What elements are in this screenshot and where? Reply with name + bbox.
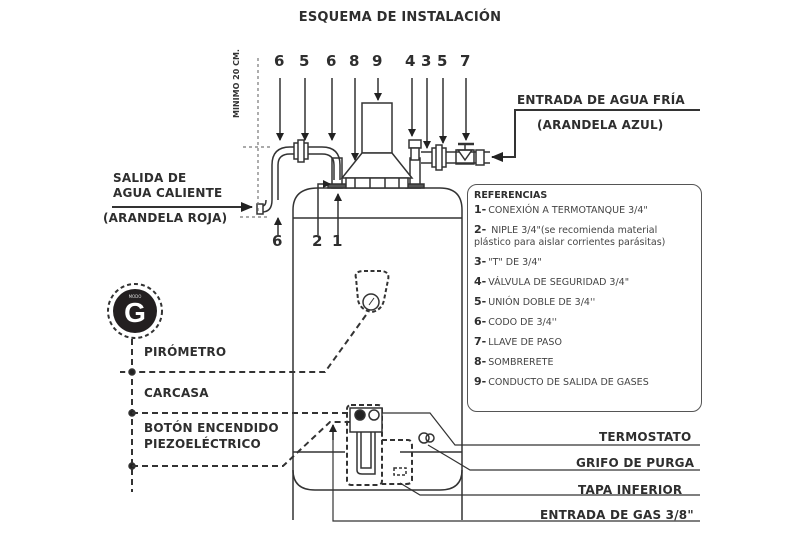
callout-number: 6 [274,52,285,70]
hot-water-line2: AGUA CALIENTE [113,186,223,200]
label-thermostat: TERMOSTATO [599,430,692,444]
label-pyrometer: PIRÓMETRO [144,345,227,359]
label-piezo-line2: PIEZOELÉCTRICO [144,437,261,451]
callout-number: 5 [299,52,310,70]
label-piezo-line1: BOTÓN ENCENDIDO [144,421,279,435]
callout-number: 2 [312,232,323,250]
reference-item: 7-LLAVE DE PASO [474,335,562,349]
callout-number: 9 [372,52,383,70]
callout-number: 5 [437,52,448,70]
label-gas-inlet: ENTRADA DE GAS 3/8" [540,508,694,522]
label-drain-valve: GRIFO DE PURGA [576,456,695,470]
callout-number: 8 [349,52,360,70]
callout-number: 7 [460,52,471,70]
cold-water-arrow [491,109,700,162]
pyrometer-outline [354,270,390,314]
callout-number: 3 [421,52,432,70]
reference-item: 9-CONDUCTO DE SALIDA DE GASES [474,375,649,389]
flue-duct [361,102,393,154]
safety-valve [408,139,422,149]
hot-water-subtitle: (ARANDELA ROJA) [103,211,228,225]
callout-number: 1 [332,232,343,250]
references-title: REFERENCIAS [474,190,548,201]
reference-item: 3-"T" DE 3/4" [474,255,542,269]
gas-control-outline [346,404,383,486]
reference-item: 1-CONEXIÓN A TERMOTANQUE 3/4" [474,203,648,217]
draft-hood [340,152,414,179]
page-title: ESQUEMA DE INSTALACIÓN [298,10,502,25]
cold-water-subtitle: (ARANDELA AZUL) [537,118,664,132]
badge-dashed-ring [107,283,163,339]
callout-number: 6 [272,232,283,250]
reference-item: 6-CODO DE 3/4'' [474,315,558,329]
hot-water-line1: SALIDA DE [113,171,187,185]
reference-item: 8-SOMBRERETE [474,355,554,369]
label-casing: CARCASA [144,386,209,400]
min-distance-label: MINIMO 20 CM. [232,49,241,118]
references-box: REFERENCIAS 1-CONEXIÓN A TERMOTANQUE 3/4… [467,184,702,412]
callout-number: 4 [405,52,416,70]
pyrometer-gauge [362,293,380,311]
thermostat-knob [368,409,380,421]
mode-g-badge-icon: MODO G [113,289,157,333]
drain-valve [418,432,430,444]
cold-water-title: ENTRADA DE AGUA FRÍA [517,93,685,107]
tank-bottom-panel [292,469,463,491]
reference-item: 5-UNIÓN DOBLE DE 3/4'' [474,295,596,309]
piezo-button [354,409,366,421]
callout-number: 6 [326,52,337,70]
reference-item: 4-VÁLVULA DE SEGURIDAD 3/4" [474,275,630,289]
label-bottom-cover: TAPA INFERIOR [578,483,683,497]
stop-valve [456,149,474,162]
